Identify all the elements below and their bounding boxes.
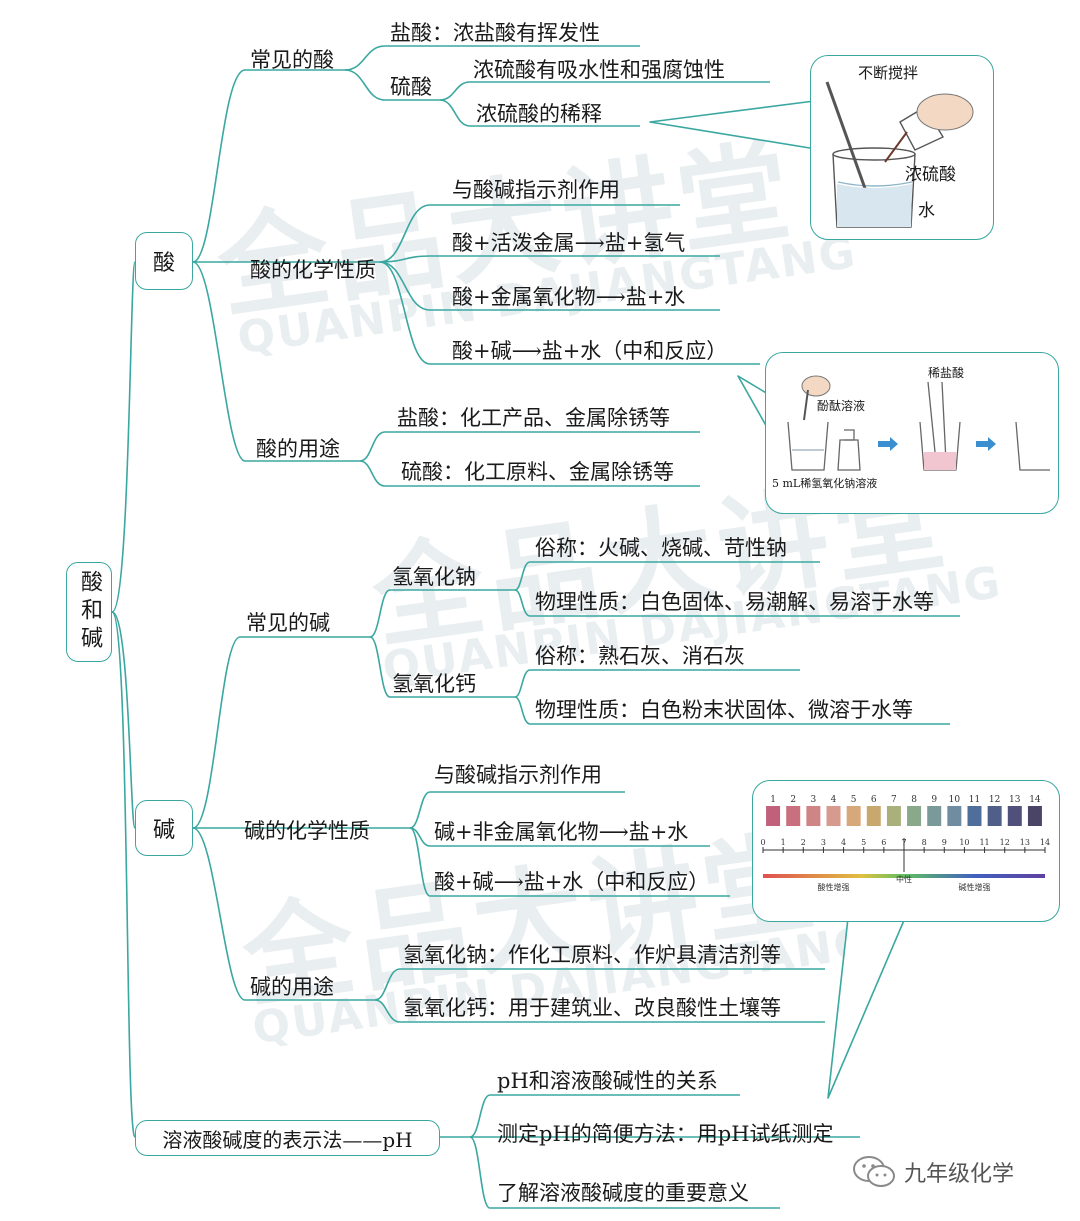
dilution-water-label: 水 (918, 201, 935, 221)
base-use-item: 氢氧化钠：作化工原料、作炉具清洁剂等 (403, 943, 781, 967)
naoh-item: 俗称：火碱、烧碱、苛性钠 (535, 536, 787, 560)
acid-chem-item: 酸+活泼金属⟶盐+氢气 (452, 231, 686, 255)
ph-swatch (826, 806, 841, 826)
dilution-illustration (825, 81, 974, 228)
ph-axis-label: 2 (801, 838, 806, 847)
acid-chem-item: 酸+碱⟶盐+水（中和反应） (452, 339, 728, 363)
account-name: 九年级化学 (904, 1162, 1015, 1187)
dilution-stir-label: 不断搅拌 (858, 64, 919, 82)
ph-axis-label: 3 (821, 838, 826, 847)
naoh-label: 氢氧化钠 (392, 565, 476, 589)
ph-swatch-number: 11 (969, 795, 980, 805)
ph-base-label: 碱性增强 (959, 882, 991, 892)
ph-node: 溶液酸碱度的表示法——pH (135, 1120, 440, 1156)
ph-swatch-number: 14 (1029, 795, 1041, 805)
ph-swatch-number: 6 (871, 795, 877, 805)
indicator-label: 酚酞溶液 (817, 399, 866, 413)
neutralization-illustration (787, 375, 1050, 471)
caoh-item: 物理性质：白色粉末状固体、微溶于水等 (535, 698, 913, 722)
ph-axis-label: 10 (959, 838, 969, 847)
ph-axis-label: 4 (841, 838, 846, 847)
acid-chem-item: 酸+金属氧化物⟶盐+水 (452, 285, 686, 309)
ph-gradient-arrow (763, 874, 1045, 878)
ph-axis-label: 11 (979, 838, 989, 847)
dilute-hcl-label: 稀盐酸 (928, 366, 965, 380)
naoh-solution-label: 5 mL稀氢氧化钠溶液 (772, 477, 878, 490)
ph-swatch (967, 806, 982, 826)
hcl-property: 盐酸：浓盐酸有挥发性 (390, 21, 600, 45)
ph-swatch (927, 806, 942, 826)
ph-swatch (846, 806, 861, 826)
common-bases-label: 常见的碱 (246, 611, 330, 635)
acid-chem-item: 与酸碱指示剂作用 (452, 178, 620, 202)
ph-swatch-number: 7 (891, 795, 897, 805)
acid-use-item: 盐酸：化工产品、金属除锈等 (397, 406, 670, 430)
base-chem-item: 与酸碱指示剂作用 (434, 763, 602, 787)
wechat-icon (853, 1156, 895, 1187)
account-logo: 九年级化学 (852, 1155, 1014, 1189)
naoh-item: 物理性质：白色固体、易潮解、易溶于水等 (535, 590, 934, 614)
ph-scale-illustration: 123456789101112131401234567891011121314中… (760, 795, 1050, 892)
ph-swatch-number: 4 (831, 795, 837, 805)
base-use-item: 氢氧化钙：用于建筑业、改良酸性土壤等 (403, 996, 781, 1020)
acid-label: 酸 (152, 251, 175, 276)
ph-swatch-number: 2 (790, 795, 796, 805)
ph-swatch-number: 13 (1009, 795, 1021, 805)
h2so4-item: 浓硫酸的稀释 (476, 102, 602, 126)
ph-neutral-label: 中性 (896, 874, 912, 884)
acid-node: 酸 (135, 232, 193, 290)
ph-item: pH和溶液酸碱性的关系 (497, 1069, 718, 1093)
ph-swatch (886, 806, 901, 826)
base-chem-label: 碱的化学性质 (244, 819, 370, 843)
ph-swatch (786, 806, 801, 826)
ph-axis-label: 13 (1020, 838, 1030, 847)
base-use-label: 碱的用途 (250, 975, 334, 999)
ph-swatch-number: 3 (810, 795, 816, 805)
base-label: 碱 (152, 818, 175, 843)
ph-swatch (907, 806, 922, 826)
caoh-label: 氢氧化钙 (392, 672, 476, 696)
ph-swatch (806, 806, 821, 826)
root-label: 酸和碱 (77, 570, 102, 654)
ph-swatch-number: 1 (770, 795, 776, 805)
ph-axis-label: 9 (942, 838, 947, 847)
ph-label: 溶液酸碱度的表示法——pH (162, 1127, 413, 1152)
acid-use-item: 硫酸：化工原料、金属除锈等 (401, 460, 674, 484)
ph-swatch-number: 12 (989, 795, 1000, 805)
caoh-item: 俗称：熟石灰、消石灰 (535, 644, 745, 668)
ph-swatch-number: 10 (949, 795, 961, 805)
h2so4-label: 硫酸 (390, 75, 432, 99)
ph-axis-label: 5 (861, 838, 866, 847)
ph-axis-label: 12 (1000, 838, 1010, 847)
base-node: 碱 (135, 800, 193, 856)
ph-swatch (947, 806, 962, 826)
ph-swatch (766, 806, 781, 826)
dilution-acid-label: 浓硫酸 (905, 165, 956, 185)
ph-axis-label: 1 (781, 838, 786, 847)
ph-axis-label: 14 (1040, 838, 1050, 847)
ph-axis-label: 0 (760, 838, 765, 847)
ph-swatch (987, 806, 1002, 826)
ph-swatch (1007, 806, 1022, 826)
ph-swatch (1027, 806, 1042, 826)
ph-item: 测定pH的简便方法：用pH试纸测定 (497, 1122, 834, 1146)
ph-item: 了解溶液酸碱度的重要意义 (497, 1181, 749, 1205)
ph-swatch (866, 806, 881, 826)
ph-swatch-number: 8 (911, 795, 917, 805)
base-chem-item: 碱+非金属氧化物⟶盐+水 (434, 820, 689, 844)
acid-chem-label: 酸的化学性质 (250, 258, 376, 282)
ph-acid-label: 酸性增强 (818, 882, 850, 892)
ph-axis-label: 8 (922, 838, 927, 847)
acid-use-label: 酸的用途 (256, 437, 340, 461)
base-chem-item: 酸+碱⟶盐+水（中和反应） (434, 870, 710, 894)
h2so4-item: 浓硫酸有吸水性和强腐蚀性 (473, 58, 725, 82)
root-node: 酸和碱 (66, 562, 112, 662)
ph-swatch-number: 5 (851, 795, 857, 805)
ph-axis-label: 6 (881, 838, 886, 847)
common-acids-label: 常见的酸 (250, 48, 334, 72)
ph-swatch-number: 9 (931, 795, 937, 805)
